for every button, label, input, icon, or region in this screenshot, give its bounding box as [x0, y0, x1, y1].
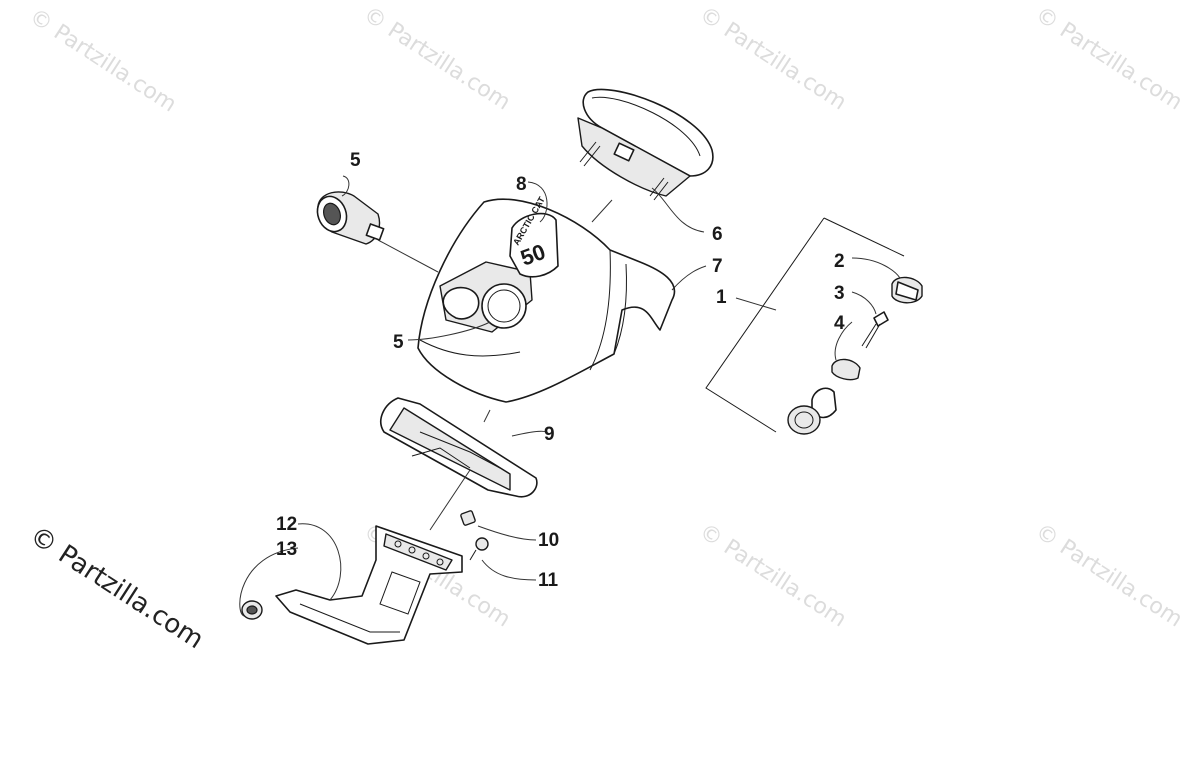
ignition-assembly: [705, 217, 923, 435]
callout-9: 9: [544, 424, 555, 445]
bracket-part: [275, 525, 463, 645]
callout-3: 3: [834, 283, 845, 304]
watermark-text: © Partzilla.com: [695, 519, 851, 632]
bezel-part: [380, 397, 538, 498]
watermark-text: © Partzilla.com: [359, 2, 515, 115]
grommet-part: [241, 600, 263, 620]
callout-5b: 5: [393, 332, 404, 353]
callout-8: 8: [516, 174, 527, 195]
watermark-text: © Partzilla.com: [25, 4, 181, 117]
callout-7: 7: [712, 256, 723, 277]
callout-5a: 5: [350, 150, 361, 171]
callout-6: 6: [712, 224, 723, 245]
corner-watermark: © Partzilla.com: [24, 521, 209, 655]
leader-lines: [239, 175, 901, 617]
callout-13: 13: [276, 539, 297, 560]
screw-11-part: [469, 537, 489, 561]
callout-2: 2: [834, 251, 845, 272]
callout-4: 4: [834, 313, 845, 334]
watermark-text: © Partzilla.com: [1031, 519, 1187, 632]
power-outlet-part: [316, 191, 385, 245]
callout-12: 12: [276, 514, 297, 535]
fastener-10-part: [460, 510, 476, 526]
watermark-text: © Partzilla.com: [1031, 2, 1187, 115]
watermark-text: © Partzilla.com: [695, 2, 851, 115]
callout-1: 1: [716, 287, 727, 308]
gauge-part: [577, 88, 714, 201]
dash-cover-part: ARCTIC CAT 50: [417, 195, 676, 403]
callout-11: 11: [538, 570, 559, 591]
callout-10: 10: [538, 530, 559, 551]
callout-labels: 1 2 3 4 5 5 6 7 8 9 10 11 12 13: [276, 150, 845, 591]
